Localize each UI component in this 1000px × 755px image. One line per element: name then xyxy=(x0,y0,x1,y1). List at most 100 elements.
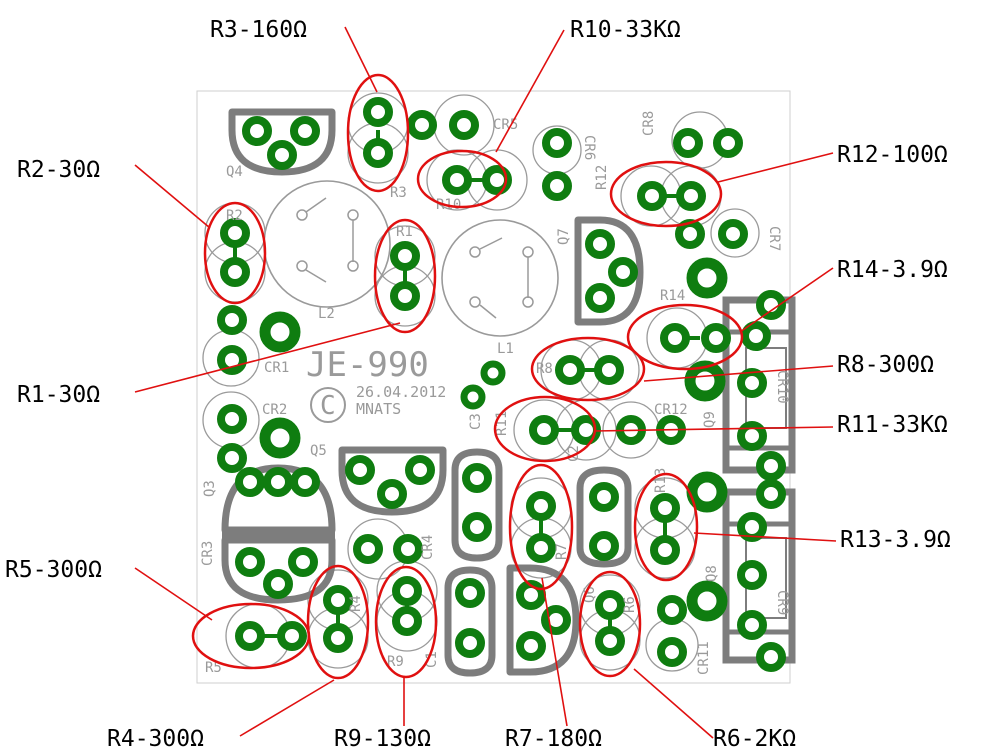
solder-pad xyxy=(542,171,572,201)
inductor-l2-outline xyxy=(263,180,391,308)
solder-pad xyxy=(756,479,786,509)
inductor-pin xyxy=(469,296,481,308)
silk-label-r13: R13 xyxy=(653,468,669,493)
silk-label-q9: Q9 xyxy=(702,411,718,428)
inductor-pin xyxy=(347,209,359,221)
silk-label-r6: R6 xyxy=(622,596,638,613)
solder-pad xyxy=(686,471,728,513)
solder-pad xyxy=(392,576,422,606)
board-date: 26.04.2012 xyxy=(356,383,446,401)
highlight-ring xyxy=(416,149,508,209)
solder-pad xyxy=(686,257,728,299)
silk-label-cr5: CR5 xyxy=(493,117,518,133)
solder-pad xyxy=(737,560,767,590)
solder-pad xyxy=(290,467,320,497)
callout-leader-r2 xyxy=(134,164,211,229)
solder-pad xyxy=(529,415,559,445)
solder-pad xyxy=(526,533,556,563)
solder-pad xyxy=(462,512,492,542)
copyright-circle xyxy=(310,387,346,423)
solder-pad xyxy=(263,569,293,599)
solder-pad xyxy=(718,219,748,249)
solder-pad xyxy=(217,443,247,473)
diode-cr3-body xyxy=(221,536,336,604)
solder-pad xyxy=(737,512,767,542)
solder-pad xyxy=(756,642,786,672)
solder-pad xyxy=(595,626,625,656)
silk-label-cr6: CR6 xyxy=(581,135,597,160)
inductor-pin xyxy=(347,260,359,272)
callout-leader-r14 xyxy=(739,267,834,333)
solder-pad xyxy=(323,585,353,615)
inductor-pin xyxy=(296,209,308,221)
callout-label-r8: R8-300Ω xyxy=(837,352,934,378)
silk-label-r4: R4 xyxy=(348,595,364,612)
silk-label-r2: R2 xyxy=(226,208,243,224)
silk-label-r9: R9 xyxy=(387,654,404,670)
solder-pad xyxy=(673,128,703,158)
inductor-pin xyxy=(522,296,534,308)
callout-leader-r6 xyxy=(633,668,714,739)
solder-pad xyxy=(235,467,265,497)
solder-pad xyxy=(594,355,624,385)
highlight-ring xyxy=(626,303,744,371)
callout-label-r3: R3-160Ω xyxy=(210,17,307,43)
callout-leader-r4 xyxy=(239,679,335,737)
solder-pad xyxy=(741,321,771,351)
inductor-pin xyxy=(296,260,308,272)
solder-pad xyxy=(482,165,512,195)
silk-label-cr2: CR2 xyxy=(262,402,287,418)
transistor-q5-body xyxy=(338,446,447,516)
callout-label-r5: R5-300Ω xyxy=(5,557,102,583)
silk-label-cr12: CR12 xyxy=(654,402,688,418)
solder-pad xyxy=(608,257,638,287)
highlight-ring xyxy=(633,472,699,582)
callout-leader-r10 xyxy=(495,29,565,153)
solder-pad xyxy=(595,590,625,620)
inductor-lead xyxy=(305,197,327,213)
solder-pad xyxy=(480,360,506,386)
solder-pad xyxy=(589,482,619,512)
solder-pad xyxy=(657,637,687,667)
solder-pad xyxy=(737,421,767,451)
silk-label-l2: L2 xyxy=(318,306,335,322)
highlight-ring xyxy=(306,564,370,680)
solder-pad xyxy=(701,323,731,353)
solder-pad xyxy=(675,219,705,249)
silk-label-r3: R3 xyxy=(390,185,407,201)
highlight-ring xyxy=(609,160,723,228)
inductor-pin xyxy=(469,246,481,258)
solder-pad xyxy=(684,360,726,402)
solder-pad xyxy=(686,580,728,622)
solder-pad xyxy=(657,595,687,625)
capacitor-c2-body xyxy=(576,466,632,568)
solder-pad xyxy=(290,116,320,146)
solder-pad xyxy=(660,323,690,353)
transistor-q4-body xyxy=(228,108,336,176)
solder-pad xyxy=(555,355,585,385)
callout-label-r10: R10-33KΩ xyxy=(570,17,681,43)
callout-leader-r5 xyxy=(134,567,213,621)
solder-pad xyxy=(737,610,767,640)
callout-label-r4: R4-300Ω xyxy=(107,726,204,752)
solder-pad xyxy=(259,311,301,353)
highlight-ring xyxy=(578,570,642,678)
solder-pad xyxy=(449,110,479,140)
callout-leader-r12 xyxy=(717,152,834,183)
highlight-ring xyxy=(530,336,646,402)
silk-label-cr8: CR8 xyxy=(641,111,657,136)
board-title: JE-990 xyxy=(306,345,429,385)
silk-label-q3: Q3 xyxy=(202,480,218,497)
highlight-ring xyxy=(374,565,438,679)
callout-label-r12: R12-100Ω xyxy=(837,142,948,168)
solder-pad xyxy=(392,606,422,636)
callout-leader-r3 xyxy=(344,26,378,93)
solder-pad xyxy=(363,138,393,168)
solder-pad xyxy=(462,463,492,493)
silk-label-cr4: CR4 xyxy=(420,535,436,560)
silk-text-layer: JE-990 C 26.04.2012 MNATS Q4R2R3R10CR5CR… xyxy=(200,111,790,676)
solder-pad xyxy=(235,547,265,577)
solder-pad xyxy=(390,241,420,271)
solder-pad xyxy=(217,404,247,434)
